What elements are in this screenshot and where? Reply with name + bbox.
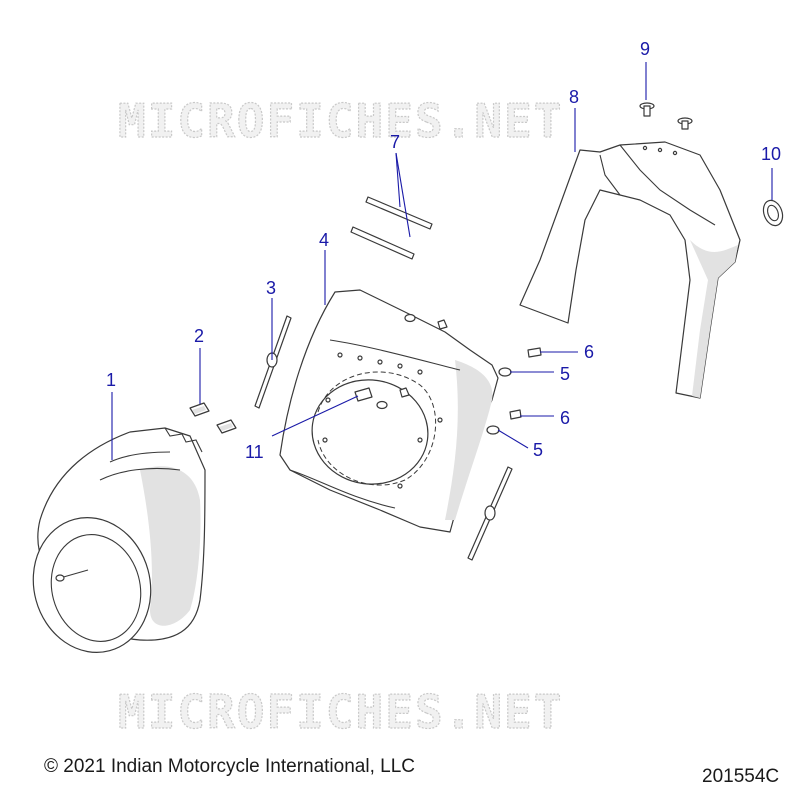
callout-9: 9 bbox=[640, 39, 650, 59]
copyright-notice: © 2021 Indian Motorcycle International, … bbox=[44, 756, 415, 777]
part-3-strap bbox=[254, 315, 292, 409]
callout-4: 4 bbox=[319, 230, 329, 250]
part-4-inner-fairing bbox=[279, 289, 499, 533]
callout-11: 11 bbox=[245, 442, 264, 462]
callout-3: 3 bbox=[266, 278, 276, 298]
callout-2: 2 bbox=[194, 326, 204, 346]
diagram-id: 201554C bbox=[702, 766, 780, 787]
part-10-grommet bbox=[762, 199, 784, 227]
callout-7: 7 bbox=[390, 132, 400, 152]
callout-5-lower: 5 bbox=[533, 440, 543, 460]
part-6-screws bbox=[399, 319, 542, 420]
callout-10: 10 bbox=[761, 144, 781, 164]
strap-right bbox=[467, 466, 513, 561]
part-7-rods bbox=[350, 196, 433, 260]
part-8-trim-cover bbox=[519, 141, 741, 399]
callout-6-lower: 6 bbox=[560, 408, 570, 428]
part-2-clips bbox=[189, 402, 237, 434]
callout-5-upper: 5 bbox=[560, 364, 570, 384]
watermark-bottom: MICROFICHES.NET bbox=[118, 685, 563, 739]
callout-8: 8 bbox=[569, 87, 579, 107]
callout-6-upper: 6 bbox=[584, 342, 594, 362]
part-1-headlight-nacelle bbox=[32, 427, 206, 653]
leader-lines bbox=[111, 62, 773, 460]
callout-1: 1 bbox=[106, 370, 116, 390]
part-11-clip bbox=[354, 387, 373, 402]
watermark-top: MICROFICHES.NET bbox=[118, 94, 563, 148]
part-9-screws bbox=[639, 102, 693, 130]
